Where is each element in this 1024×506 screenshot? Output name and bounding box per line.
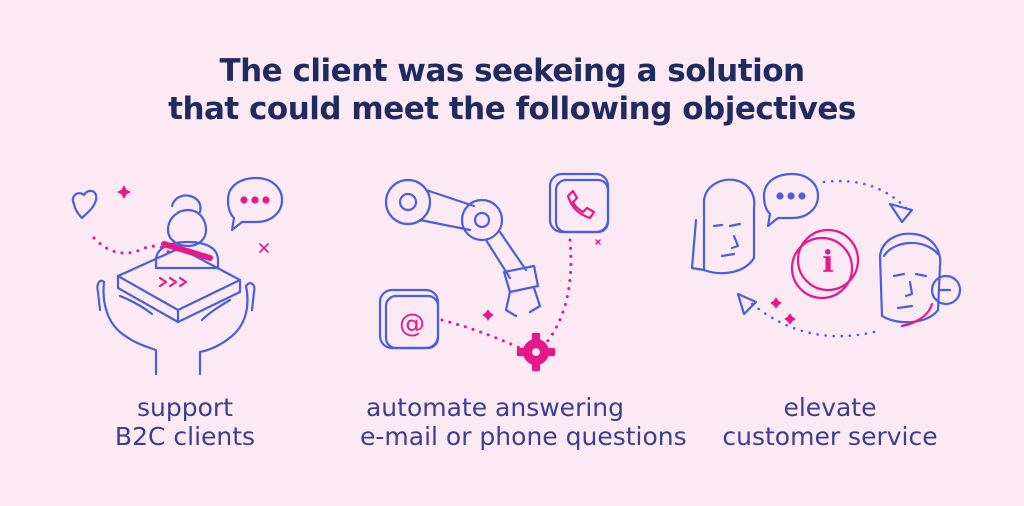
gear-icon — [516, 332, 556, 372]
page-title: The client was seekeing a solution that … — [0, 52, 1024, 128]
objective-2-line-2: e-mail or phone questions — [360, 422, 687, 451]
objective-caption-1: support B2C clients — [75, 393, 295, 451]
paper-plane-icon — [888, 202, 914, 224]
heart-icon — [71, 189, 98, 220]
hands-holding-phone-icon — [60, 160, 290, 380]
at-sign-icon: @ — [399, 309, 425, 339]
paper-plane-icon — [736, 292, 758, 316]
objective-3-line-2: customer service — [722, 422, 938, 451]
objective-2-line-1: automate answering — [365, 393, 625, 422]
customer-agent-icon: i — [684, 160, 974, 380]
info-icon: i — [822, 245, 833, 280]
phone-icon — [566, 189, 596, 220]
objective-3-line-1: elevate — [783, 393, 877, 422]
objective-caption-3: elevate customer service — [720, 393, 940, 451]
title-line-2: that could meet the following objectives — [168, 91, 856, 127]
objective-1-line-2: B2C clients — [114, 422, 256, 451]
chat-bubble-icon — [762, 172, 820, 228]
objective-1-line-1: support — [137, 393, 233, 422]
robot-arm-icon: @ — [370, 160, 620, 380]
title-line-1: The client was seekeing a solution — [219, 53, 805, 89]
objective-caption-2: automate answering e-mail or phone quest… — [360, 393, 687, 451]
chat-bubble-icon — [226, 176, 284, 232]
